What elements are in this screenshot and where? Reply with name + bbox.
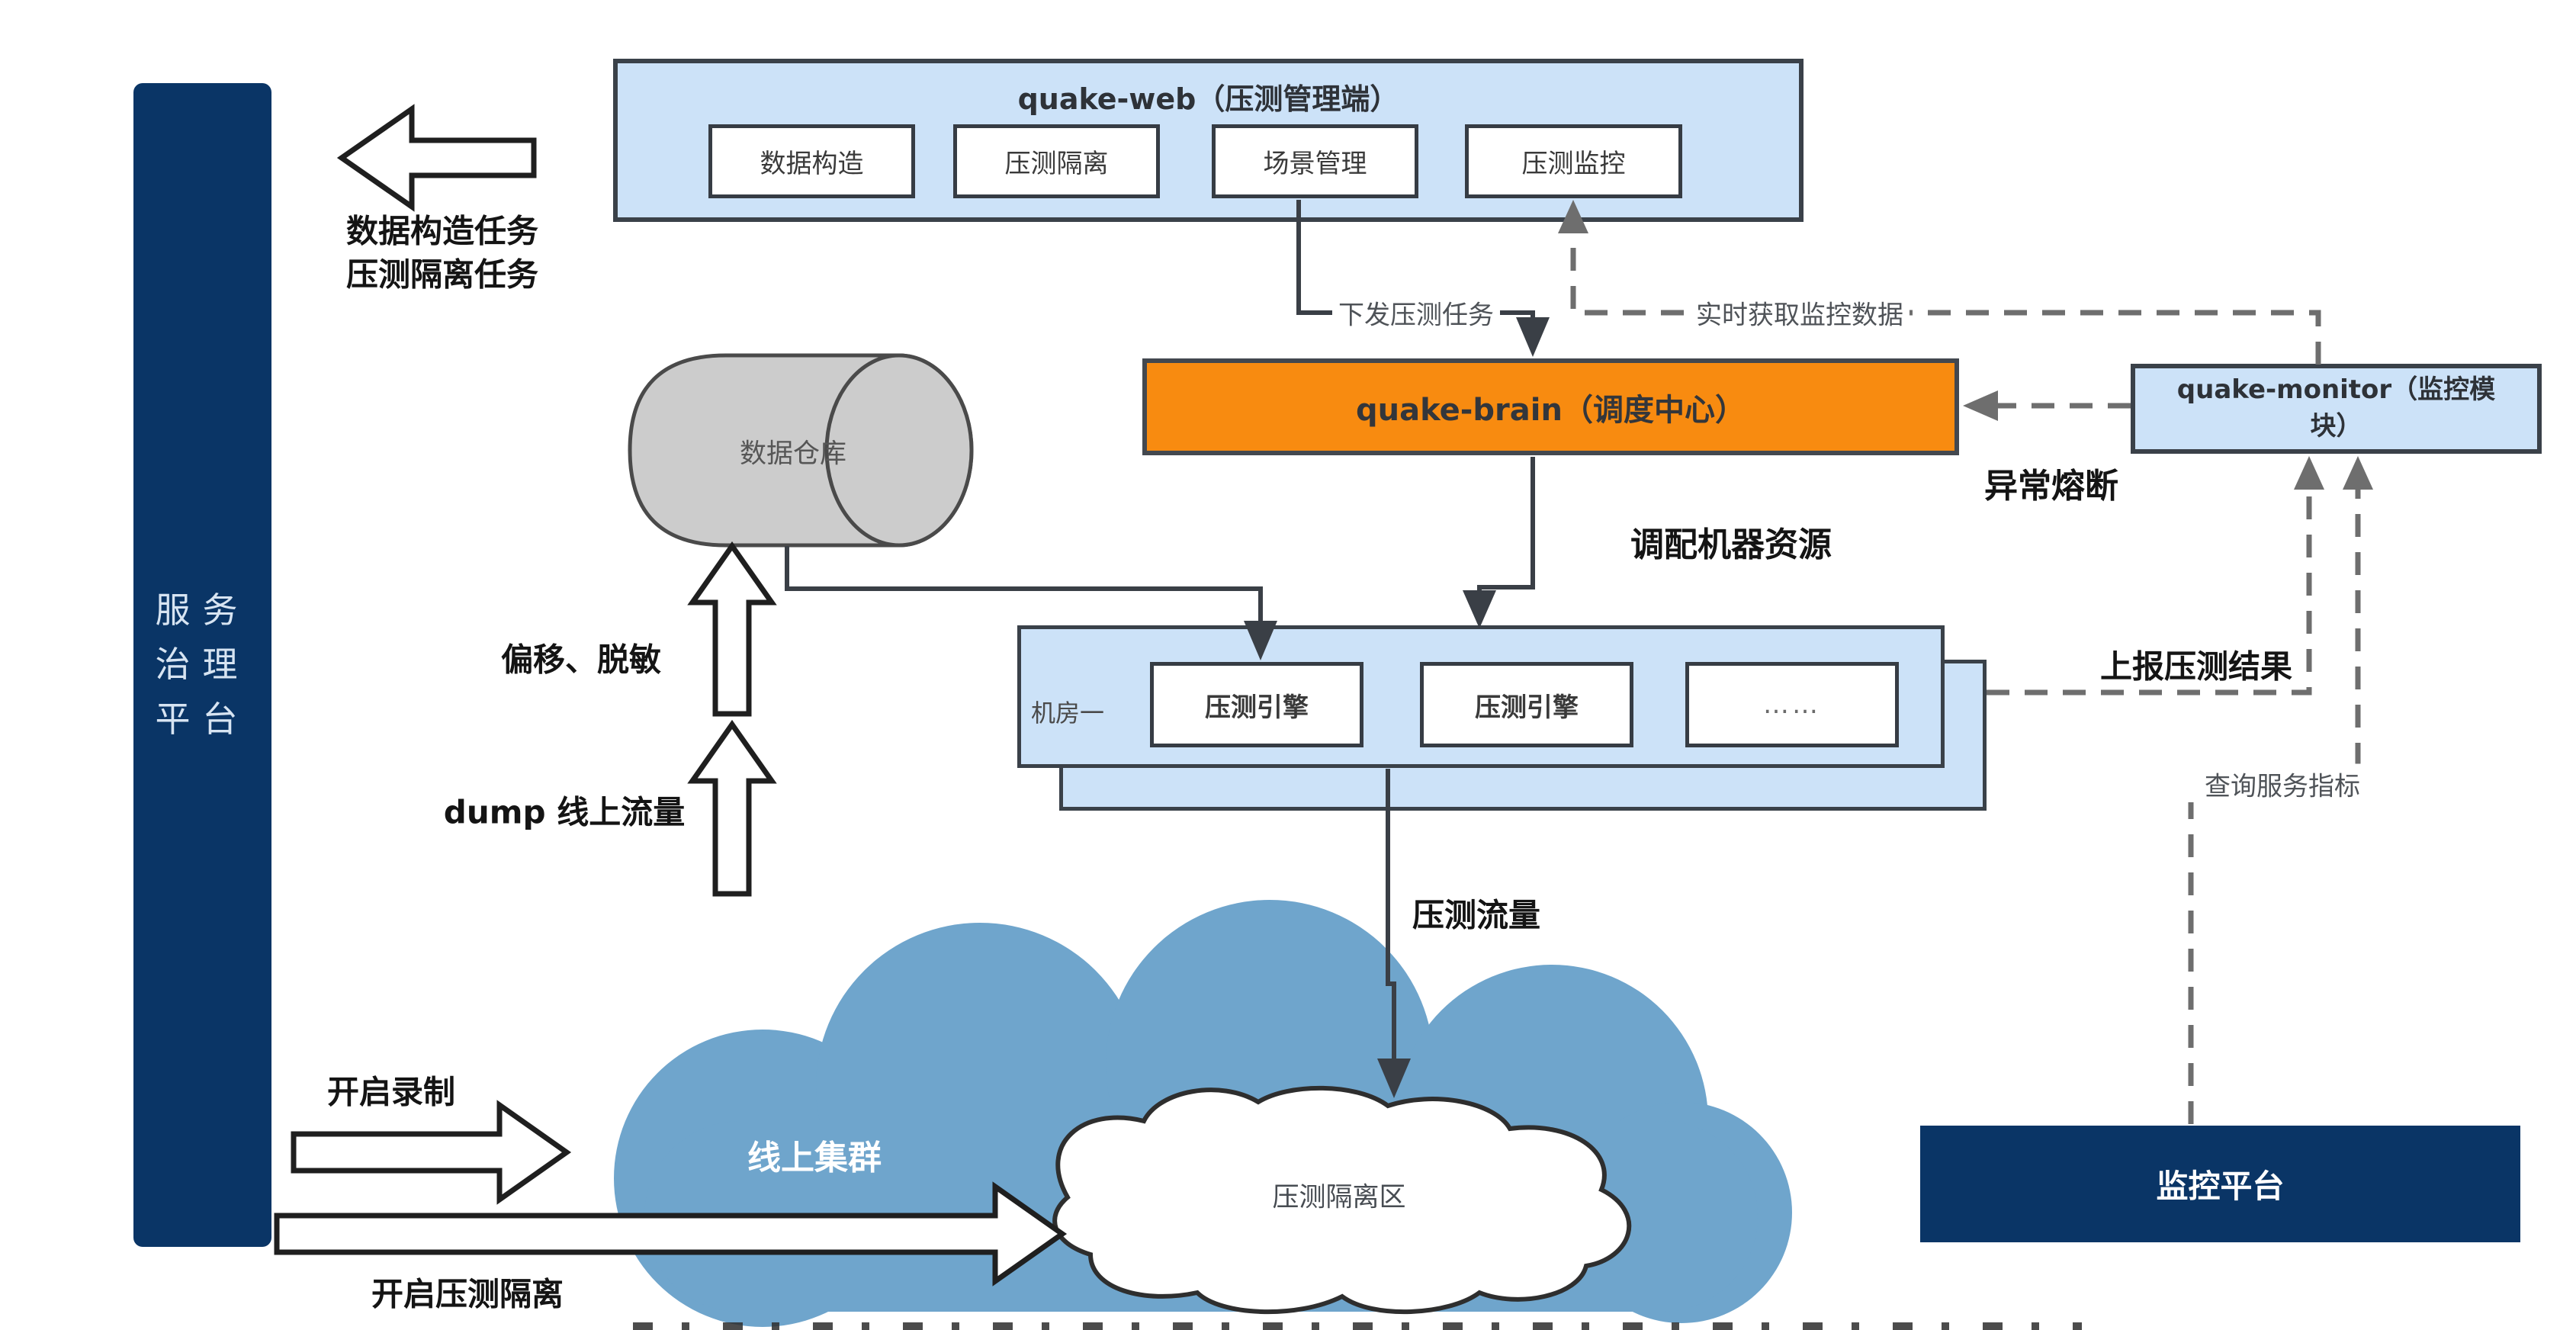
dump-traffic-label: dump 线上流量	[443, 793, 686, 831]
module-label: 数据构造	[760, 149, 864, 179]
start-isolation-label: 开启压测隔离	[371, 1275, 564, 1313]
task-label-line2: 压测隔离任务	[345, 255, 539, 294]
machine-room-label: 机房一	[1031, 699, 1105, 728]
engine-label: 压测引擎	[1205, 692, 1309, 723]
module-box-scene-manage: 场景管理	[1212, 124, 1418, 198]
module-label: 压测监控	[1521, 149, 1626, 179]
engine-label: 压测引擎	[1475, 692, 1579, 723]
allocate-resource-label: 调配机器资源	[1630, 525, 1832, 564]
monitor-platform-label: 监控平台	[2156, 1168, 2285, 1205]
monitor-platform-box: 监控平台	[1920, 1126, 2520, 1242]
engine-label: ……	[1763, 689, 1821, 720]
module-box-data-construct: 数据构造	[708, 124, 915, 198]
cutoff-caption-strip	[633, 1322, 2082, 1330]
module-box-test-isolation: 压测隔离	[953, 124, 1160, 198]
quake-monitor-title: quake-monitor（监控模块）	[2176, 374, 2496, 442]
module-label: 压测隔离	[1004, 149, 1109, 179]
engine-box-2: 压测引擎	[1420, 662, 1633, 747]
warehouse-label: 数据仓库	[739, 439, 847, 470]
fuse-label: 异常熔断	[1984, 467, 2118, 506]
quake-brain-box: quake-brain（调度中心）	[1142, 358, 1959, 455]
module-label: 场景管理	[1263, 149, 1367, 179]
quake-brain-title: quake-brain（调度中心）	[1356, 392, 1746, 428]
engine-box-more: ……	[1685, 662, 1899, 747]
dispatch-task-label: 下发压测任务	[1332, 292, 1500, 333]
service-governance-platform-bar: 服务 治理 平台	[133, 83, 271, 1247]
realtime-monitor-label: 实时获取监控数据	[1690, 292, 1910, 333]
task-label-line1: 数据构造任务	[345, 212, 539, 250]
quake-web-title: quake-web（压测管理端）	[1017, 82, 1399, 116]
test-traffic-label: 压测流量	[1412, 896, 1541, 934]
isolation-zone-label: 压测隔离区	[1272, 1182, 1406, 1213]
module-box-test-monitor: 压测监控	[1465, 124, 1682, 198]
report-result-label: 上报压测结果	[2099, 647, 2293, 686]
offset-mask-label: 偏移、脱敏	[500, 641, 662, 679]
service-governance-platform-label: 服务 治理 平台	[155, 590, 250, 740]
online-cluster-label: 线上集群	[747, 1139, 882, 1177]
start-record-label: 开启录制	[326, 1073, 456, 1111]
query-metrics-label: 查询服务指标	[2199, 763, 2366, 805]
engine-box-1: 压测引擎	[1150, 662, 1363, 747]
quake-monitor-box: quake-monitor（监控模块）	[2131, 364, 2542, 454]
